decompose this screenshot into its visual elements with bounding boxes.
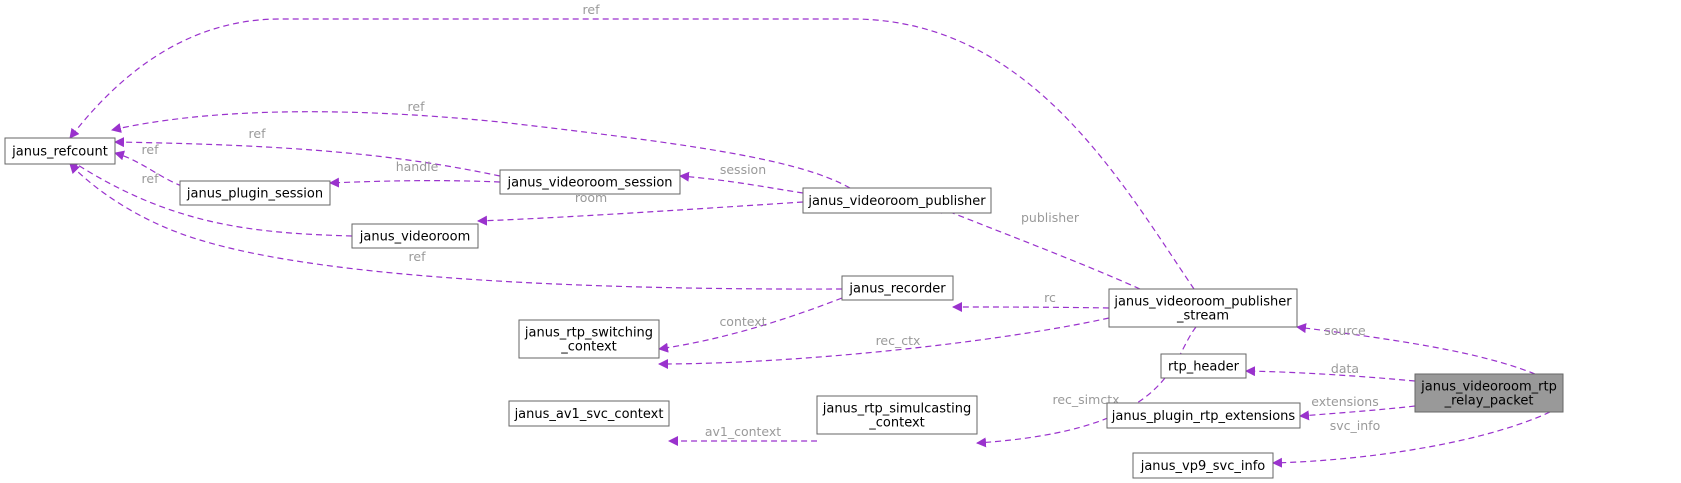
edge-janus_videoroom_publisher_stream-to-janus_videoroom_publisher [934,204,1141,290]
edge-janus_videoroom_publisher-to-janus_videoroom_session [679,171,804,194]
node-label: _relay_packet [1444,394,1534,409]
node-box [816,395,978,435]
edge-janus_videoroom_publisher_stream-to-janus_recorder [952,302,1110,313]
node-label: janus_rtp_simulcasting [822,402,972,417]
edge-janus_recorder-to-janus_rtp_switching_context [658,297,843,353]
node-label: janus_videoroom [359,230,470,245]
node-label: janus_vp9_svc_info [1140,459,1266,474]
edge-janus_videoroom_publisher-to-janus_refcount [111,111,851,189]
node-box [1160,353,1247,379]
node-label: janus_videoroom_publisher [1113,295,1292,310]
edge-label-ref: ref [583,2,601,17]
edge-label-publisher: publisher [1021,210,1080,225]
node-janus-videoroom-session[interactable]: janus_videoroom_session [499,169,681,195]
node-label: janus_videoroom_rtp [1420,380,1557,395]
edge-label-ref: ref [249,126,267,141]
edge-janus_videoroom_rtp_relay_packet-to-rtp_header [1245,366,1416,382]
edge-label-rec-simctx: rec_simctx [1052,392,1119,407]
node-box [1108,288,1298,328]
node-label: janus_av1_svc_context [514,407,664,422]
edge-label-svc-info: svc_info [1330,418,1380,433]
node-label: rtp_header [1168,360,1240,375]
node-janus-refcount[interactable]: janus_refcount [4,137,116,165]
node-box [499,169,681,195]
edge-label-context: context [719,314,766,329]
edge-janus_videoroom_publisher_stream-to-janus_rtp_switching_context [658,317,1110,369]
node-label: janus_recorder [848,282,946,297]
edge-label-ref: ref [409,249,427,264]
node-box [508,400,670,427]
edge-label-extensions: extensions [1311,394,1378,409]
node-janus-plugin-rtp-extensions[interactable]: janus_plugin_rtp_extensions [1106,402,1301,429]
edge-janus_videoroom_rtp_relay_packet-to-janus_videoroom_publisher_stream [1296,323,1536,375]
edge-label-rc: rc [1044,290,1056,305]
node-label: janus_videoroom_session [506,176,672,191]
node-box [1414,373,1564,413]
node-label: _context [868,416,925,431]
node-rtp-header[interactable]: rtp_header [1160,353,1247,379]
node-box [179,180,331,206]
edge-janus_videoroom_session-to-janus_refcount [114,137,501,177]
edge-label-source: source [1324,323,1366,338]
node-box [4,137,116,165]
edge-label-handle: handle [396,159,439,174]
node-janus-plugin-session[interactable]: janus_plugin_session [179,180,331,206]
node-box [518,319,660,359]
node-box [802,187,992,214]
edge-janus_videoroom_rtp_relay_packet-to-janus_vp9_svc_info [1272,411,1551,468]
node-label: janus_plugin_session [186,187,323,202]
node-janus-videoroom-rtp-relay-packet[interactable]: janus_videoroom_rtp_relay_packet [1414,373,1564,413]
node-janus-videoroom-publisher[interactable]: janus_videoroom_publisher [802,187,992,214]
node-label: _stream [1176,309,1229,324]
edge-janus_recorder-to-janus_refcount [69,163,843,290]
edge-label-av1-context: av1_context [705,424,781,439]
edge-label-ref: ref [408,99,426,114]
edges-layer [69,18,1551,468]
edge-janus_videoroom_rtp_relay_packet-to-janus_plugin_rtp_extensions [1299,405,1416,421]
node-janus-recorder[interactable]: janus_recorder [841,275,954,301]
node-label: janus_plugin_rtp_extensions [1111,409,1296,424]
node-janus-av1-svc-context[interactable]: janus_av1_svc_context [508,400,670,427]
nodes-layer: janus_refcount janus_plugin_session janus_… [4,137,1564,479]
node-label: janus_videoroom_publisher [807,194,986,209]
edge-label-data: data [1331,361,1359,376]
node-label: _context [560,340,617,355]
node-janus-videoroom-publisher-stream[interactable]: janus_videoroom_publisher_stream [1108,288,1298,328]
node-box [351,223,479,249]
node-janus-rtp-simulcasting-context[interactable]: janus_rtp_simulcasting_context [816,395,978,435]
edge-label-ref: ref [142,171,160,186]
node-box [1106,402,1301,429]
node-janus-videoroom[interactable]: janus_videoroom [351,223,479,249]
edge-label-rec-ctx: rec_ctx [876,333,921,348]
node-janus-rtp-switching-context[interactable]: janus_rtp_switching_context [518,319,660,359]
edge-janus_videoroom_publisher-to-janus_videoroom [477,201,804,226]
edge-janus_videoroom-to-janus_refcount [69,159,353,237]
node-label: janus_rtp_switching [524,326,653,341]
node-label: janus_refcount [11,145,108,160]
node-janus-vp9-svc-info[interactable]: janus_vp9_svc_info [1132,452,1274,479]
node-box [1132,452,1274,479]
edge-janus_videoroom_publisher_stream-to-janus_refcount [69,18,1195,290]
node-box [841,275,954,301]
edge-janus_videoroom_session-to-janus_plugin_session [329,177,501,188]
edge-label-ref: ref [142,142,160,157]
edge-label-session: session [720,162,766,177]
